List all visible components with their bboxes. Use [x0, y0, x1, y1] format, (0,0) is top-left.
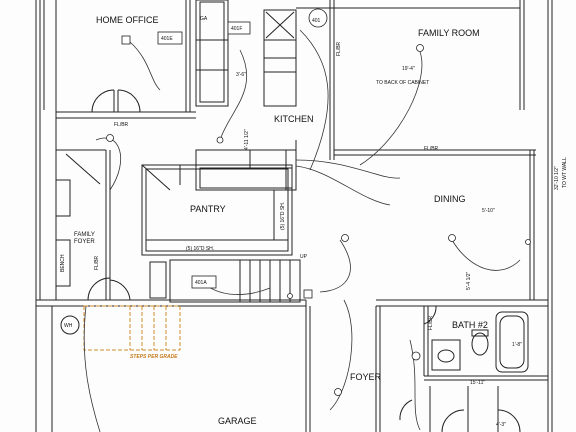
staircase [169, 259, 301, 303]
tag-401: 401 [312, 18, 321, 24]
tag-401e: 401E [161, 36, 173, 42]
room-label-foyer: FOYER [350, 372, 382, 382]
note-fl-br-2: FL/BR [336, 41, 342, 56]
tag-401a: 401A [195, 280, 207, 286]
note-to-back-of-cabinet: TO BACK OF CABINET [376, 80, 429, 86]
up-label: UP [300, 254, 308, 260]
dim-4-11: 4'-11 1/2" [244, 129, 250, 150]
note-to-wall: TO WT WALL [562, 157, 568, 188]
dim-4-3: 4'-3" [496, 422, 506, 428]
tag-401f-box [227, 21, 251, 35]
dim-5-10: 5'-10" [482, 208, 495, 214]
dim-3-6: 3'-6" [236, 72, 246, 78]
room-label-kitchen: KITCHEN [274, 114, 314, 124]
wh-label: WH [64, 323, 73, 329]
room-label-garage: GARAGE [218, 416, 257, 426]
toilet [471, 332, 489, 356]
note-shelves-vertical: (5) 16"D SH. [280, 202, 286, 230]
dim-5-4: 5'-4 1/2" [466, 271, 472, 290]
room-label-family-room: FAMILY ROOM [418, 28, 480, 38]
tag-401-circle [308, 8, 328, 28]
tag-401f: 401F [231, 26, 242, 32]
note-shelves: (5) 16"D SH. [186, 246, 214, 252]
room-label-dining: DINING [434, 194, 466, 204]
tag-ga: GA [200, 16, 208, 22]
dim-19-4: 19'-4" [402, 66, 415, 72]
pantry-room [141, 164, 293, 256]
room-label-pantry: PANTRY [190, 204, 226, 214]
room-label-home-office: HOME OFFICE [96, 15, 159, 25]
light-fixture [416, 44, 424, 52]
room-label-bath2: BATH #2 [452, 320, 488, 330]
water-heater [60, 315, 80, 335]
dim-1-8: 1'-8" [512, 342, 522, 348]
note-fl-br-5: FL/BR [94, 255, 100, 270]
tag-401a-box [191, 275, 217, 289]
dim-32: 32'-10 1/2" [554, 166, 560, 190]
bathtub [495, 311, 529, 373]
tag-401e-box [157, 31, 183, 45]
note-steps-per-grade: STEPS PER GRADE [130, 354, 178, 360]
bench-label: BENCH [60, 254, 66, 272]
note-fl-br-3: FL/BR [424, 146, 439, 152]
note-fl-br-1: FL/BR [114, 122, 129, 128]
outlet [121, 35, 131, 45]
dim-small: 15'-11" [470, 380, 485, 386]
note-fl-br-4: FL/BR [428, 315, 434, 330]
